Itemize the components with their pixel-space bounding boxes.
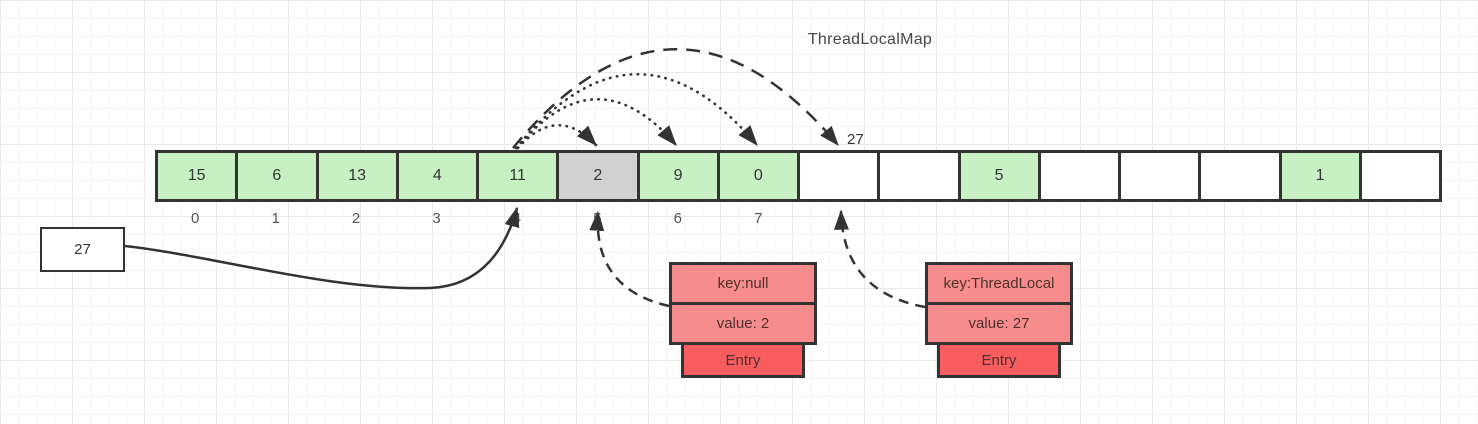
entry-key-row: key:null bbox=[669, 262, 817, 305]
array-cell-9 bbox=[877, 150, 961, 202]
array-cell-12 bbox=[1118, 150, 1202, 202]
array-cell-14: 1 bbox=[1278, 150, 1362, 202]
diagram-title: ThreadLocalMap bbox=[807, 31, 933, 48]
entry-value-row: value: 2 bbox=[669, 302, 817, 345]
cell-value: 1 bbox=[1315, 167, 1325, 184]
array-cell-7: 0 bbox=[716, 150, 800, 202]
array-cell-4: 11 bbox=[476, 150, 560, 202]
entry-card-null: key:null value: 2 Entry bbox=[669, 262, 817, 378]
probe-arc-4-to-5 bbox=[516, 123, 598, 150]
array-cell-10: 5 bbox=[957, 150, 1041, 202]
index-label-5: 5 bbox=[593, 210, 602, 227]
array-cell-11 bbox=[1037, 150, 1121, 202]
array-cell-13 bbox=[1198, 150, 1282, 202]
hash-array: 15 6 13 4 11 2 9 0 5 1 bbox=[155, 150, 1442, 202]
entry-footer: Entry bbox=[937, 342, 1061, 378]
index-label-4: 4 bbox=[512, 210, 522, 227]
array-cell-8 bbox=[797, 150, 881, 202]
cell-value: 2 bbox=[593, 167, 603, 184]
cell-value: 0 bbox=[753, 167, 763, 184]
cell-value: 15 bbox=[187, 167, 206, 184]
probe-arc-4-to-6 bbox=[515, 98, 678, 150]
array-cell-2: 13 bbox=[315, 150, 399, 202]
incoming-value-box: 27 bbox=[40, 227, 125, 272]
cell-value: 6 bbox=[272, 167, 282, 184]
cell-value: 11 bbox=[509, 167, 526, 184]
probe-arc-4-to-8 bbox=[512, 48, 839, 149]
cell-value: 4 bbox=[432, 167, 442, 184]
index-label-6: 6 bbox=[673, 210, 683, 227]
array-cell-15 bbox=[1358, 150, 1442, 202]
probe-value-label: 27 bbox=[847, 131, 864, 148]
array-cell-3: 4 bbox=[395, 150, 479, 202]
entry-footer: Entry bbox=[681, 342, 805, 378]
cell-value: 9 bbox=[673, 167, 683, 184]
index-label-1: 1 bbox=[271, 210, 280, 227]
probe-arc-4-to-7 bbox=[514, 73, 759, 150]
array-cell-6: 9 bbox=[636, 150, 720, 202]
array-cell-1: 6 bbox=[235, 150, 319, 202]
entry-value-row: value: 27 bbox=[925, 302, 1073, 345]
index-labels: 0 1 2 3 4 5 6 7 bbox=[155, 210, 1442, 230]
cell-value: 13 bbox=[348, 167, 367, 184]
cell-value: 5 bbox=[994, 167, 1004, 184]
index-label-3: 3 bbox=[432, 210, 441, 227]
index-label-7: 7 bbox=[754, 210, 763, 227]
index-label-0: 0 bbox=[191, 210, 200, 227]
entry-card-threadlocal: key:ThreadLocal value: 27 Entry bbox=[925, 262, 1073, 378]
array-cell-5: 2 bbox=[556, 150, 640, 202]
index-label-2: 2 bbox=[351, 210, 361, 227]
array-cell-0: 15 bbox=[155, 150, 239, 202]
entry-key-row: key:ThreadLocal bbox=[925, 262, 1073, 305]
